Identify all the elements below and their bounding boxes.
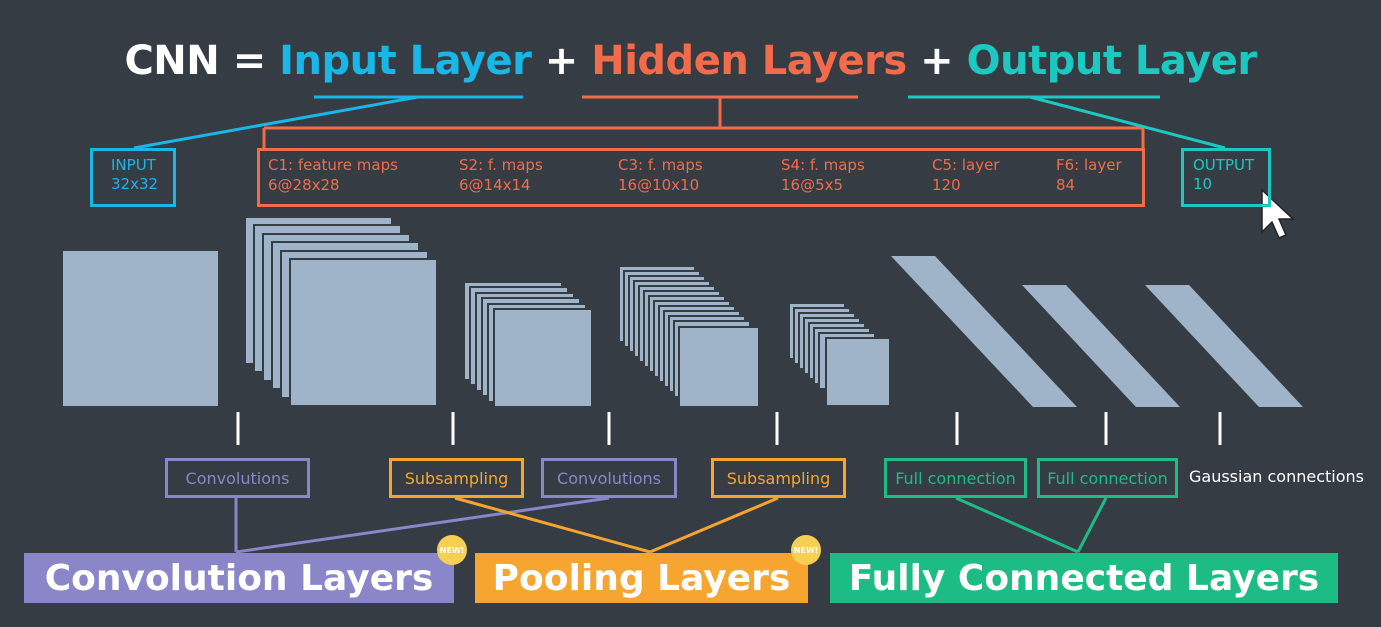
title-equals: = — [232, 38, 267, 84]
hidden-layers-box — [257, 148, 1145, 207]
f6-label: F6: layer — [1056, 156, 1122, 174]
tick-marks — [236, 412, 1222, 445]
fc1-to-category — [955, 496, 1079, 554]
hidden-item-s4: S4: f. maps 16@5x5 — [781, 155, 865, 195]
output-box-line2: 10 — [1193, 175, 1213, 193]
s4-value: 16@5x5 — [781, 176, 844, 194]
c5-label: C5: layer — [932, 156, 1000, 174]
output-connector — [1029, 95, 1226, 150]
s2-value: 6@14x14 — [459, 176, 531, 194]
input-box: INPUT 32x32 — [90, 148, 176, 207]
c1-label: C1: feature maps — [268, 156, 398, 174]
hidden-item-c3: C3: f. maps 16@10x10 — [618, 155, 703, 195]
new-badge-convolution: NEW! — [437, 535, 467, 565]
c1-value: 6@28x28 — [268, 176, 340, 194]
output-box: OUTPUT 10 — [1181, 148, 1271, 207]
title-plus-2: + — [920, 38, 954, 84]
c5-layer-shape — [891, 256, 1077, 407]
op-full-connection-1: Full connection — [884, 458, 1027, 498]
title-cnn: CNN — [124, 38, 220, 84]
conv2-to-category — [235, 496, 610, 554]
c1-map-6 — [289, 258, 438, 407]
input-layer-shape — [61, 249, 220, 408]
hidden-item-c1: C1: feature maps 6@28x28 — [268, 155, 398, 195]
title-plus-1: + — [544, 38, 579, 84]
input-connector — [133, 95, 419, 150]
category-convolution-layers: Convolution Layers — [24, 553, 454, 603]
hidden-item-f6: F6: layer 84 — [1056, 155, 1122, 195]
fc-layer-shapes — [891, 256, 1303, 407]
output-box-line1: OUTPUT — [1193, 156, 1255, 174]
s4-label: S4: f. maps — [781, 156, 865, 174]
f6-layer-shape — [1022, 285, 1180, 407]
c3-value: 16@10x10 — [618, 176, 700, 194]
c3-map-13 — [678, 326, 760, 408]
pool1-to-category — [454, 496, 651, 554]
hidden-item-s2: S2: f. maps 6@14x14 — [459, 155, 543, 195]
diagram-title: CNN = Input Layer + Hidden Layers + Outp… — [0, 38, 1381, 84]
title-output-layer: Output Layer — [966, 38, 1257, 84]
op-convolutions-1: Convolutions — [165, 458, 310, 498]
input-box-line2: 32x32 — [111, 175, 159, 193]
s4-map-8 — [825, 337, 891, 407]
pool2-to-category — [649, 496, 779, 554]
new-badge-pooling: NEW! — [791, 535, 821, 565]
category-pooling-layers: Pooling Layers — [475, 553, 808, 603]
layer-shapes — [61, 216, 891, 408]
c5-value: 120 — [932, 176, 961, 194]
s2-map-6 — [493, 308, 593, 408]
c3-label: C3: f. maps — [618, 156, 703, 174]
op-subsampling-2: Subsampling — [711, 458, 846, 498]
title-input-layer: Input Layer — [279, 38, 532, 84]
output-layer-shape — [1145, 285, 1303, 407]
op-full-connection-2: Full connection — [1037, 458, 1178, 498]
fc2-to-category — [1076, 497, 1108, 553]
input-box-line1: INPUT — [111, 156, 156, 174]
f6-value: 84 — [1056, 176, 1076, 194]
op-gaussian-connections: Gaussian connections — [1189, 467, 1364, 486]
hidden-item-c5: C5: layer 120 — [932, 155, 999, 195]
s2-label: S2: f. maps — [459, 156, 543, 174]
op-subsampling-1: Subsampling — [389, 458, 524, 498]
op-convolutions-2: Convolutions — [541, 458, 677, 498]
title-hidden-layers: Hidden Layers — [591, 38, 907, 84]
category-fully-connected-layers: Fully Connected Layers — [830, 553, 1338, 603]
